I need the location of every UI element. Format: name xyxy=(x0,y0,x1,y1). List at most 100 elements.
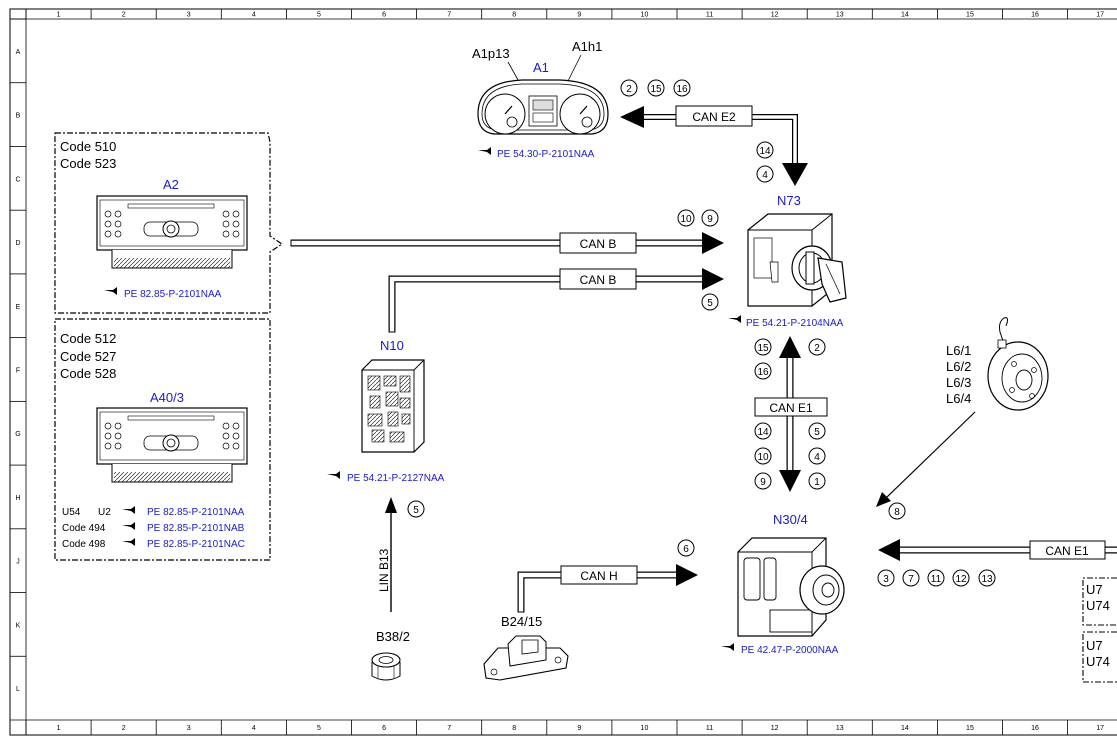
reference-icon xyxy=(122,538,135,546)
grid-column-label: 12 xyxy=(771,12,779,19)
a40-refs[interactable]: U54 U2 PE 82.85-P-2101NAA Code 494 PE 82… xyxy=(62,506,245,550)
a1-sub-right-label: A1h1 xyxy=(572,39,602,54)
b38-2-name: B38/2 xyxy=(376,629,410,644)
ignition-switch-n73[interactable]: N73 xyxy=(747,193,847,307)
wheel-speed-sensor-l6[interactable]: L6/1 L6/2 L6/3 L6/4 xyxy=(946,317,1049,411)
circle-number: 10 xyxy=(754,447,772,465)
svg-text:2: 2 xyxy=(814,343,820,354)
grid-column-label: 11 xyxy=(706,725,713,732)
n30-4-ref-text: PE 42.47-P-2000NAA xyxy=(741,645,839,656)
grid-column-label: 1 xyxy=(57,12,61,19)
circle-number: 9 xyxy=(701,209,719,227)
bus-label-can-h: CAN H xyxy=(580,569,617,583)
svg-text:9: 9 xyxy=(760,477,766,488)
grid-column-label: 1 xyxy=(57,725,61,732)
a1-ref[interactable]: PE 54.30-P-2101NAA xyxy=(478,147,595,160)
grid-row-label: H xyxy=(15,495,20,502)
control-module-n10[interactable]: N10 xyxy=(361,338,425,453)
a40-name: A40/3 xyxy=(150,390,184,405)
a2-ref[interactable]: PE 82.85-P-2101NAA xyxy=(104,287,222,300)
grid-row-label: G xyxy=(15,431,20,438)
n30-4-ref[interactable]: PE 42.47-P-2000NAA xyxy=(721,643,839,656)
radio-unit-a40[interactable] xyxy=(96,407,248,483)
grid-column-label: 14 xyxy=(901,725,909,732)
bus-label-can-b-2: CAN B xyxy=(580,273,617,287)
b24-15-name: B24/15 xyxy=(501,614,542,629)
grid-column-label: 6 xyxy=(382,12,386,19)
bus-can-e1-right: CAN E1 xyxy=(878,539,1117,561)
arrow-head xyxy=(876,492,891,507)
sensor-b38-2[interactable]: B38/2 xyxy=(371,629,410,681)
a40-ref-mid-1: U2 xyxy=(98,507,111,518)
n10-name: N10 xyxy=(380,338,404,353)
reference-icon xyxy=(478,147,491,155)
arrow-head xyxy=(779,470,801,492)
circle-number: 4 xyxy=(756,165,774,183)
grid-column-label: 13 xyxy=(836,725,844,732)
svg-text:10: 10 xyxy=(757,452,769,463)
reference-icon xyxy=(728,315,741,323)
a2-code-group: Code 510 Code 523 A2 xyxy=(54,132,284,314)
circle-number: 5 xyxy=(407,500,425,518)
a40-code-1: Code 512 xyxy=(60,331,116,346)
grid-column-label: 2 xyxy=(122,12,126,19)
arrow-head xyxy=(779,336,801,358)
arrow-head xyxy=(702,268,724,290)
n73-name: N73 xyxy=(777,193,801,208)
grid-column-label: 9 xyxy=(577,725,581,732)
n10-ref[interactable]: PE 54.21-P-2127NAA xyxy=(327,471,445,484)
a40-ref-text-2: PE 82.85-P-2101NAB xyxy=(147,523,245,534)
bus-can-b-2: CAN B xyxy=(388,268,724,333)
n73-ref[interactable]: PE 54.21-P-2104NAA xyxy=(728,315,844,329)
right-code-boxes: U7 U74 U7 U74 xyxy=(1082,577,1117,683)
svg-text:10: 10 xyxy=(680,214,692,225)
right-code-2: U74 xyxy=(1086,598,1110,613)
circle-number: 16 xyxy=(673,79,691,97)
svg-text:6: 6 xyxy=(683,544,689,555)
svg-text:15: 15 xyxy=(757,343,769,354)
circle-number: 1 xyxy=(808,472,826,490)
grid-column-label: 6 xyxy=(382,725,386,732)
svg-text:13: 13 xyxy=(981,574,993,585)
grid-column-label: 15 xyxy=(966,12,974,19)
svg-text:15: 15 xyxy=(650,84,662,95)
circles-mid: 14 10 9 5 4 1 xyxy=(754,422,826,490)
svg-text:11: 11 xyxy=(931,574,942,585)
grid-column-label: 14 xyxy=(901,12,909,19)
grid-row-label: F xyxy=(16,368,20,375)
grid-column-label: 10 xyxy=(641,12,649,19)
bus-lin-b13: LIN B13 xyxy=(377,497,397,612)
esp-unit-n30-4[interactable]: N30/4 xyxy=(737,512,845,637)
circle-number: 15 xyxy=(647,79,665,97)
svg-text:5: 5 xyxy=(413,505,419,516)
svg-text:4: 4 xyxy=(762,170,768,181)
circle-number: 2 xyxy=(620,79,638,97)
circle-number: 9 xyxy=(754,472,772,490)
svg-text:5: 5 xyxy=(707,298,713,309)
grid-column-label: 3 xyxy=(187,725,191,732)
circle-number: 7 xyxy=(902,569,920,587)
instrument-cluster-a1[interactable]: A1p13 A1h1 A1 PE 54.30-P-2101NAA xyxy=(472,39,609,160)
radio-unit-a2[interactable] xyxy=(96,195,248,269)
l6-label-4: L6/4 xyxy=(946,391,971,406)
reference-icon xyxy=(122,506,135,514)
circle-number: 14 xyxy=(754,422,772,440)
reference-icon xyxy=(122,522,135,530)
svg-text:7: 7 xyxy=(908,574,914,585)
bus-can-b-1: CAN B xyxy=(290,232,724,254)
circles-n73-in-top: 14 4 xyxy=(756,141,774,183)
arrow-head xyxy=(676,564,698,586)
n30-4-name: N30/4 xyxy=(773,512,808,527)
svg-text:14: 14 xyxy=(759,146,771,157)
bus-can-e2: CAN E2 xyxy=(620,105,808,186)
svg-text:4: 4 xyxy=(814,452,820,463)
arrow-head xyxy=(782,163,808,186)
grid-column-label: 15 xyxy=(966,725,974,732)
l6-label-3: L6/3 xyxy=(946,375,971,390)
right-code-3: U7 xyxy=(1086,638,1103,653)
grid-column-label: 7 xyxy=(447,12,451,19)
sensor-b24-15[interactable]: B24/15 xyxy=(483,614,569,681)
bus-label-can-b-1: CAN B xyxy=(580,237,617,251)
a2-code-1: Code 510 xyxy=(60,139,116,154)
